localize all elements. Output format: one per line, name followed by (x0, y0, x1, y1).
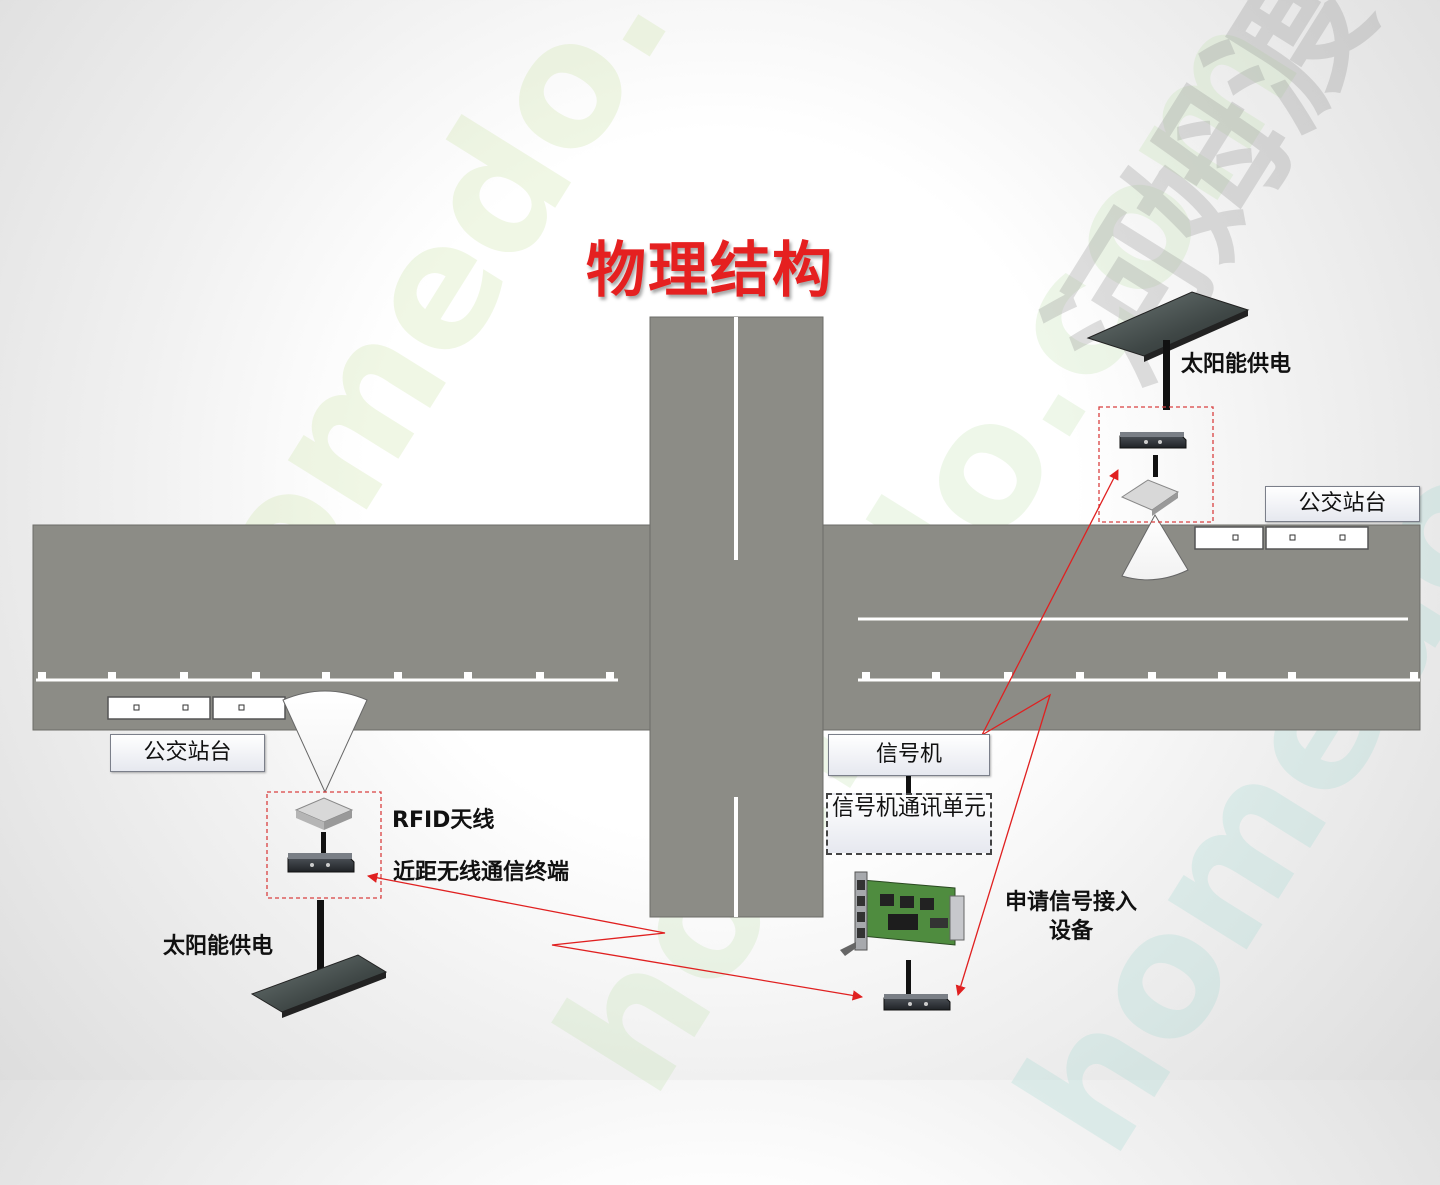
short-range-terminal-label: 近距无线通信终端 (393, 860, 570, 885)
bus-stop-left-label: 公交站台 (110, 734, 265, 772)
rfid-antenna-bottom (294, 797, 354, 830)
solar-pole-bottom (317, 900, 324, 970)
bus-left (107, 696, 286, 720)
signal-link-1 (906, 771, 911, 793)
lane-ticks (38, 672, 1418, 680)
request-terminal (883, 994, 951, 1011)
physical-structure-diagram (32, 291, 1421, 1018)
wireless-terminal-bottom (287, 853, 355, 873)
rfid-antenna-top (1120, 479, 1180, 516)
rfid-frame-bottom (266, 791, 382, 899)
rfid-frame-top (1098, 406, 1214, 523)
link-signal-to-top-terminal (955, 693, 1052, 996)
solar-power-label-top: 太阳能供电 (1181, 352, 1292, 377)
bus-right (1194, 526, 1369, 550)
page-title: 物理结构 (586, 236, 834, 306)
bus-stop-right-label: 公交站台 (1265, 486, 1420, 522)
road-network (32, 316, 1421, 918)
wireless-terminal-top (1119, 432, 1187, 449)
antenna-link-bottom (321, 832, 326, 856)
signal-machine-label: 信号机 (828, 734, 990, 776)
signal-interface-card (840, 871, 965, 956)
link-bottom-terminal-to-request (366, 872, 864, 1001)
solar-power-label-bottom: 太阳能供电 (163, 934, 274, 959)
vertical-center-line-top (734, 317, 738, 560)
vertical-center-line-bottom (734, 797, 738, 917)
request-device-label: 申请信号接入设备 (1004, 890, 1137, 944)
solar-pole-top (1163, 340, 1170, 410)
rfid-antenna-label: RFID天线 (392, 808, 495, 833)
rfid-beam-left (282, 690, 368, 794)
rfid-beam-right (1121, 513, 1189, 581)
link-signal-to-top-terminal-upper (981, 469, 1119, 736)
terminal-link-top (1153, 455, 1158, 477)
signal-comm-unit-label: 信号机通讯单元 (826, 793, 992, 855)
signal-link-2 (906, 960, 911, 994)
wireless-links (366, 469, 1119, 1001)
